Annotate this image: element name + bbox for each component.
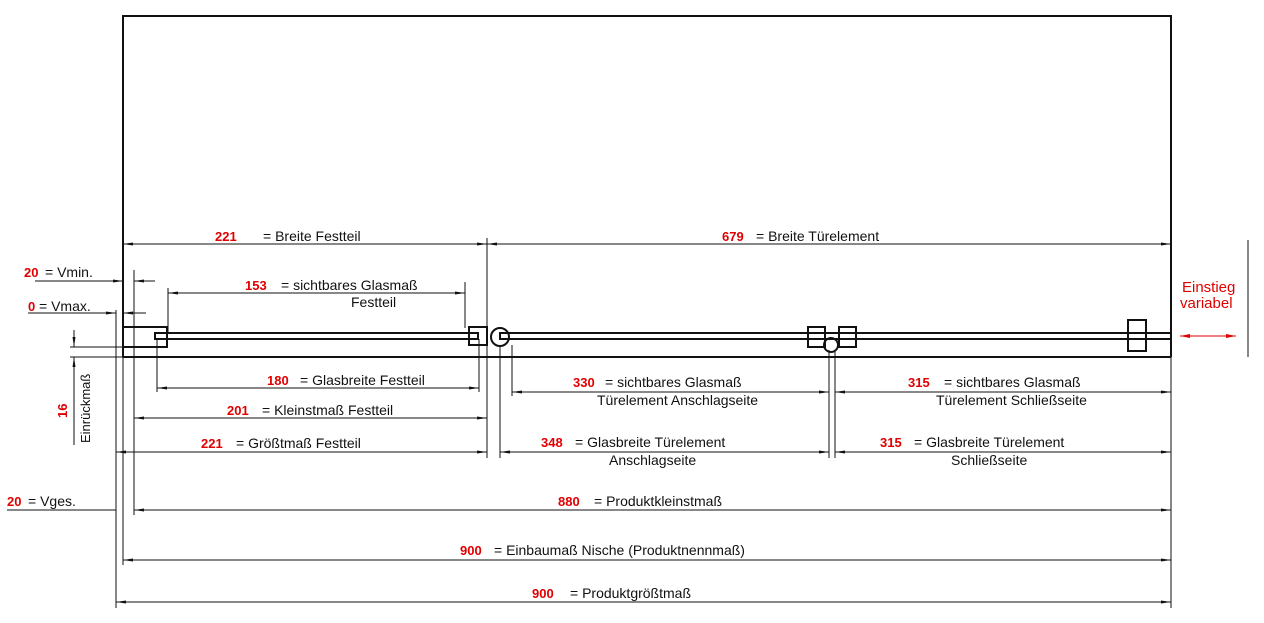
- label: = Kleinstmaß Festteil: [262, 402, 393, 418]
- label: Türelement Anschlagseite: [597, 392, 758, 408]
- einstieg-label: variabel: [1180, 295, 1233, 312]
- label: = Produktkleinstmaß: [594, 493, 722, 509]
- value: 900: [532, 586, 554, 601]
- label: Türelement Schließseite: [936, 392, 1087, 408]
- fixed-panel: [122, 326, 510, 348]
- value: 679: [722, 229, 744, 244]
- extension-lines: [115, 238, 1249, 608]
- value: 153: [245, 278, 267, 293]
- value: 20: [24, 265, 38, 280]
- label: = Produktgrößtmaß: [570, 585, 691, 601]
- label: = sichtbares Glasmaß: [944, 374, 1081, 390]
- label: = Vmax.: [39, 298, 91, 314]
- value: 348: [541, 435, 563, 450]
- label: = Breite Türelement: [756, 228, 879, 244]
- einstieg-label: Einstieg: [1182, 279, 1235, 296]
- value: 201: [227, 403, 249, 418]
- label: = Größtmaß Festteil: [236, 435, 361, 451]
- label: = Vmin.: [45, 264, 93, 280]
- label: Anschlagseite: [609, 452, 696, 468]
- value: 315: [880, 435, 902, 450]
- value: 221: [201, 436, 223, 451]
- label: = sichtbares Glasmaß: [281, 277, 418, 293]
- dimension-labels: 221 = Breite Festteil 679 = Breite Türel…: [7, 228, 1235, 601]
- value: 330: [573, 375, 595, 390]
- label: = Glasbreite Festteil: [300, 372, 425, 388]
- niche-outline: [70, 15, 1172, 358]
- label: = Breite Festteil: [263, 228, 361, 244]
- value: 880: [558, 494, 580, 509]
- label: = Glasbreite Türelement: [575, 434, 725, 450]
- value: 221: [215, 229, 237, 244]
- door-panel: [499, 319, 1172, 353]
- label: = Glasbreite Türelement: [914, 434, 1064, 450]
- value: 315: [908, 375, 930, 390]
- label: Festteil: [351, 294, 396, 310]
- label: Schließseite: [951, 452, 1027, 468]
- value: 900: [460, 543, 482, 558]
- label: = sichtbares Glasmaß: [605, 374, 742, 390]
- label: Einrückmaß: [78, 374, 93, 443]
- value: 20: [7, 494, 21, 509]
- value: 180: [267, 373, 289, 388]
- dimension-lines: [7, 242, 1171, 604]
- label: = Einbaumaß Nische (Produktnennmaß): [494, 542, 745, 558]
- value: 0: [28, 299, 35, 314]
- label: = Vges.: [28, 493, 76, 509]
- value: 16: [55, 404, 70, 418]
